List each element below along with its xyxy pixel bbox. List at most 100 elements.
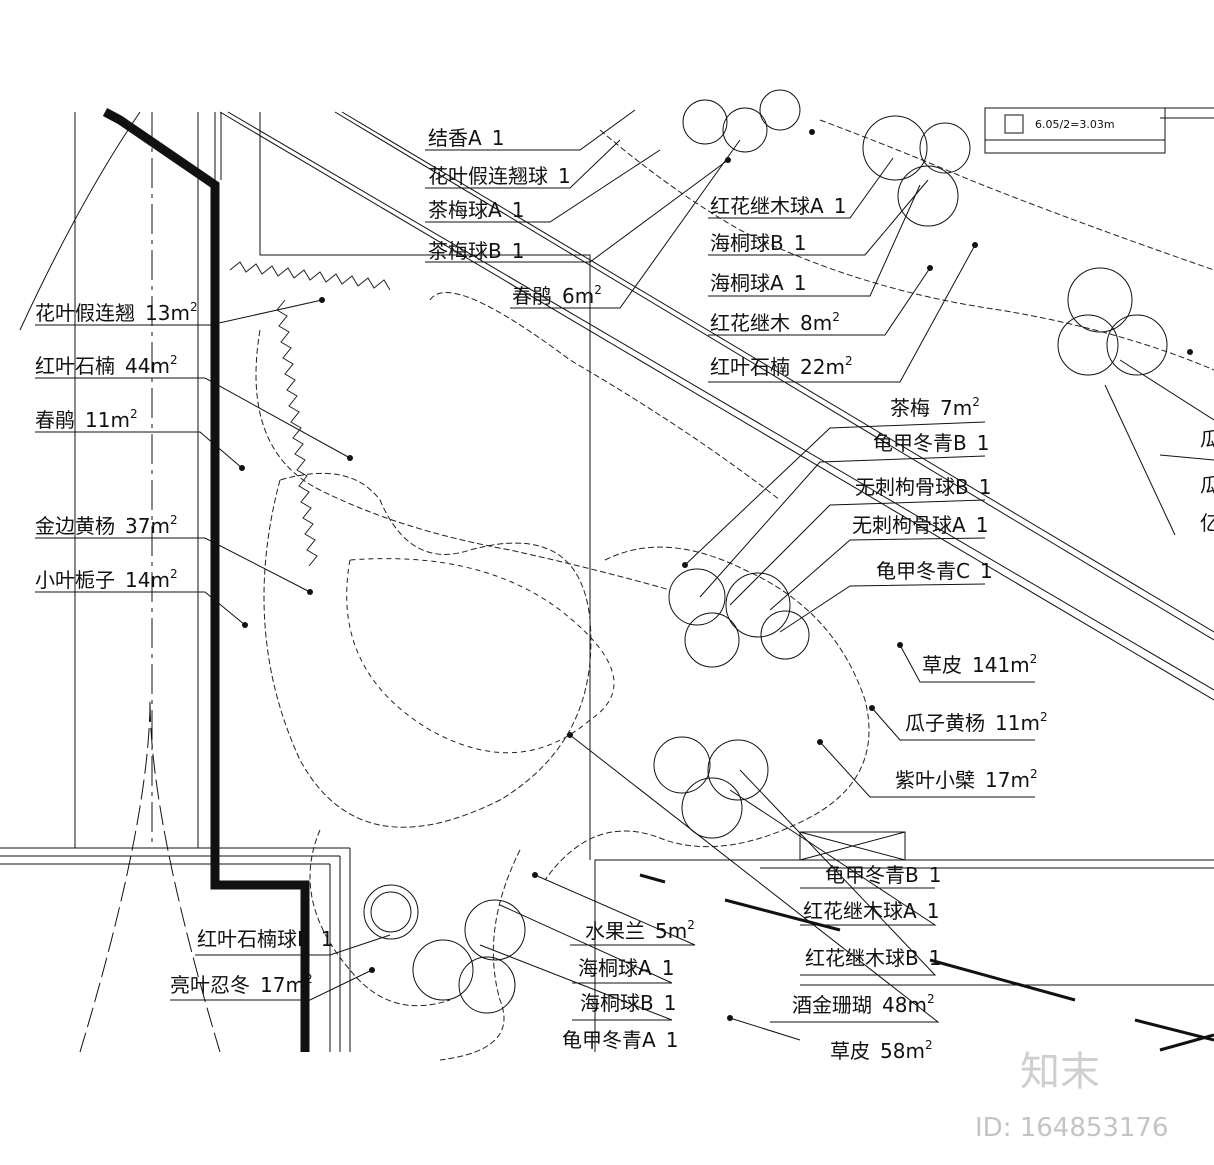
plant-name: 红花继木球B <box>805 946 919 970</box>
plant-quantity: 58m <box>880 1039 925 1063</box>
point-markers <box>239 129 1193 1021</box>
plant-label-cj: 春鹃 11m2 <box>35 407 138 432</box>
plant-name: 红叶石楠 <box>710 355 790 379</box>
plant-quantity: 11m <box>85 408 130 432</box>
plant-quantity: 6m <box>562 284 594 308</box>
area-unit-superscript: 2 <box>170 353 178 367</box>
plant-name: 红花继木球A <box>710 194 824 218</box>
plant-label-htqb: 海桐球B 1 <box>710 231 806 255</box>
plant-name: 茶梅 <box>890 396 930 420</box>
plant-name: 红叶石楠 <box>35 354 115 378</box>
plant-label-gzhy: 瓜子黄杨 11m2 <box>905 710 1048 735</box>
area-unit-superscript: 2 <box>130 407 138 421</box>
area-unit-superscript: 2 <box>594 283 602 297</box>
plant-label-hysn: 红叶石楠 44m2 <box>35 353 178 378</box>
plant-quantity: 1 <box>321 927 334 951</box>
plant-quantity: 48m <box>882 993 927 1017</box>
area-unit-superscript: 2 <box>190 300 198 314</box>
plant-name: 结香A <box>428 126 482 150</box>
area-unit-superscript: 2 <box>1030 767 1038 781</box>
plant-quantity: 1 <box>666 1028 679 1052</box>
plant-quantity: 7m <box>940 396 972 420</box>
dimension-note: 6.05/2=3.03m <box>1035 118 1115 131</box>
plant-name: 春鹃 <box>512 284 552 308</box>
plant-quantity: 1 <box>512 198 525 222</box>
plant-name: 瓜 <box>1200 427 1214 451</box>
plant-label-cmqa: 茶梅球A 1 <box>428 198 524 222</box>
plant-name: 草皮 <box>830 1039 870 1063</box>
plant-label-cj6: 春鹃 6m2 <box>512 283 602 308</box>
watermark-brand: 知末 <box>1020 1049 1100 1095</box>
area-unit-superscript: 2 <box>927 992 935 1006</box>
plant-name: 花叶假连翘 <box>35 301 135 325</box>
plant-quantity: 1 <box>662 956 675 980</box>
area-unit-superscript: 2 <box>170 567 178 581</box>
plant-name: 花叶假连翘球 <box>428 164 548 188</box>
plant-name: 红花继木球A <box>803 899 917 923</box>
plant-name: 龟甲冬青B <box>825 863 919 887</box>
plant-label-hhjmqa2: 红花继木球A 1 <box>803 899 939 923</box>
plant-name: 海桐球B <box>710 231 784 255</box>
plant-label-e1: 瓜 <box>1200 427 1214 451</box>
plant-quantity: 1 <box>794 231 807 255</box>
plant-quantity: 1 <box>512 239 525 263</box>
plant-name: 海桐球B <box>580 991 654 1015</box>
plant-name: 金边黄杨 <box>35 514 115 538</box>
plant-name: 瓜子黄杨 <box>905 711 985 735</box>
plant-label-hhjmqb: 红花继木球B 1 <box>805 946 941 970</box>
area-unit-superscript: 2 <box>170 513 178 527</box>
plant-name: 紫叶小檗 <box>895 768 975 792</box>
site-linework <box>0 107 1214 1053</box>
area-unit-superscript: 2 <box>1030 652 1038 666</box>
plant-quantity: 17m <box>260 973 305 997</box>
plant-quantity: 5m <box>655 919 687 943</box>
plant-name: 春鹃 <box>35 408 75 432</box>
plant-quantity: 1 <box>927 899 940 923</box>
area-unit-superscript: 2 <box>972 395 980 409</box>
plant-quantity: 1 <box>834 194 847 218</box>
plant-label-jjsh: 酒金珊瑚 48m2 <box>792 992 935 1017</box>
plant-label-hysnqb: 红叶石楠球B 1 <box>197 927 333 951</box>
plant-quantity: 1 <box>558 164 571 188</box>
leader-lines <box>35 109 1214 1041</box>
plant-name: 亮叶忍冬 <box>170 973 250 997</box>
area-unit-superscript: 2 <box>1040 710 1048 724</box>
labels-edge-right: 瓜瓜亿 <box>1200 427 1214 535</box>
plant-name: 酒金珊瑚 <box>792 993 872 1017</box>
plant-name: 茶梅球A <box>428 198 502 222</box>
plant-quantity: 1 <box>979 475 992 499</box>
plant-quantity: 8m <box>800 311 832 335</box>
plant-quantity: 44m <box>125 354 170 378</box>
planting-bed-outlines <box>229 119 1214 1061</box>
plant-quantity: 11m <box>995 711 1040 735</box>
plant-label-cm7: 茶梅 7m2 <box>890 395 980 420</box>
plant-label-hyjlqq: 花叶假连翘球 1 <box>428 164 571 188</box>
plant-name: 红叶石楠球B <box>197 927 311 951</box>
plant-name: 亿 <box>1200 511 1214 535</box>
area-unit-superscript: 2 <box>687 918 695 932</box>
plant-quantity: 13m <box>145 301 190 325</box>
plant-quantity: 1 <box>929 946 942 970</box>
plant-name: 红花继木 <box>710 311 790 335</box>
